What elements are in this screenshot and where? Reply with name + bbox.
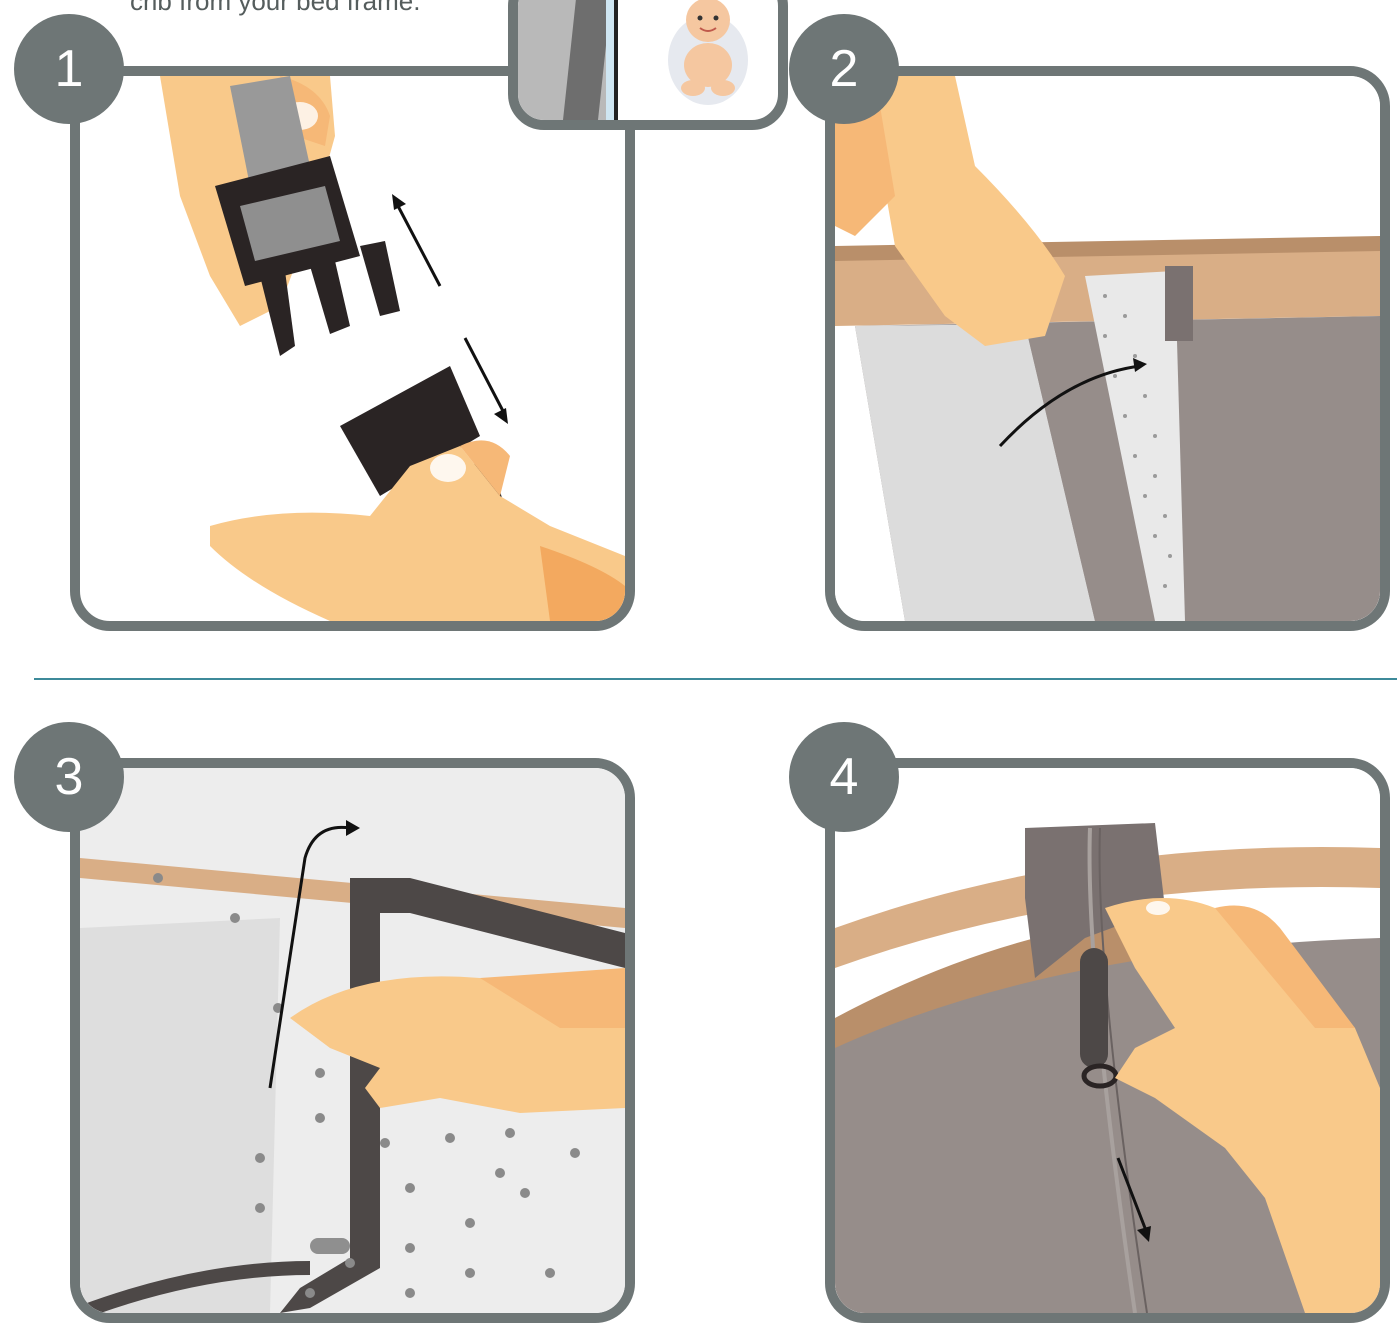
intro-text: crib from your bed frame. — [130, 0, 420, 17]
step-1-number: 1 — [14, 14, 124, 124]
baby-thumbnail-image — [508, 0, 788, 130]
step-2-panel — [825, 66, 1390, 631]
crib-side-illustration — [835, 76, 1380, 621]
step-2-number: 2 — [789, 14, 899, 124]
zipper-pull-illustration — [835, 768, 1380, 1313]
section-divider — [34, 678, 1397, 680]
buckle-release-illustration — [80, 76, 625, 621]
step-4-number: 4 — [789, 722, 899, 832]
step-1-panel — [70, 66, 635, 631]
step-3-panel — [70, 758, 635, 1323]
step-3-number: 3 — [14, 722, 124, 832]
step-4-panel — [825, 758, 1390, 1323]
strap-pull-illustration — [80, 768, 625, 1313]
